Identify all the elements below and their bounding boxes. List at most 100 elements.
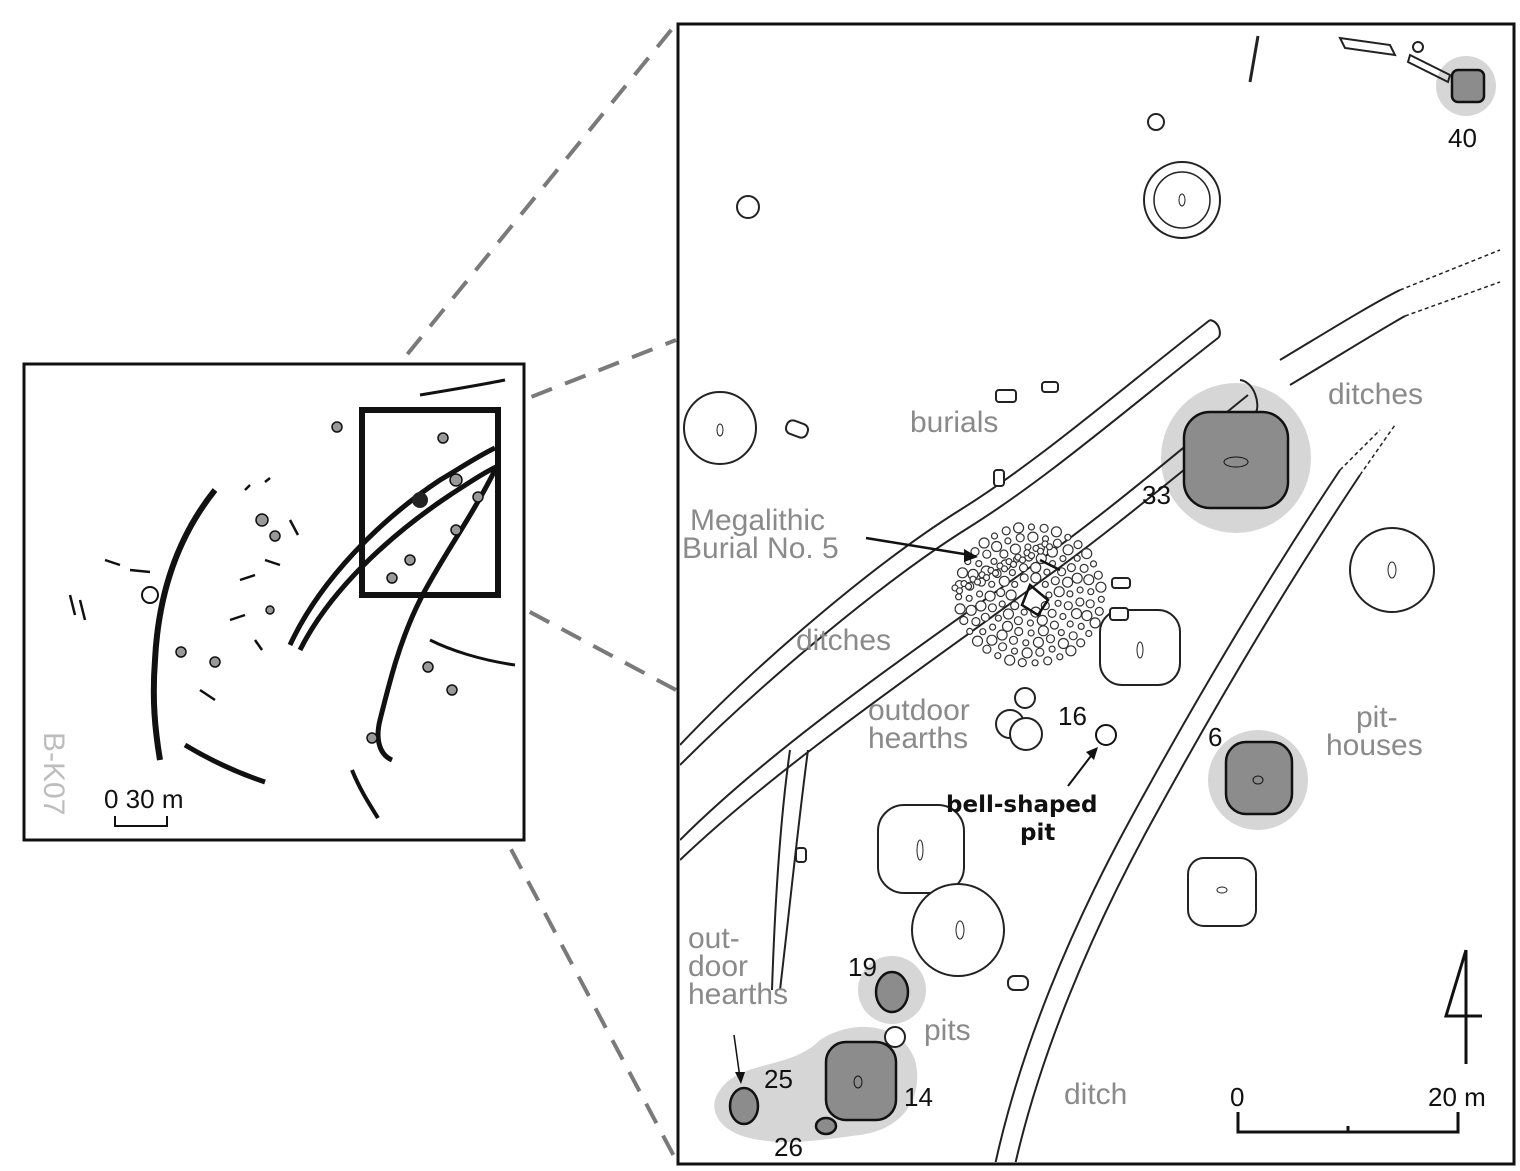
- label-megalithic-2: Burial No. 5: [682, 532, 839, 565]
- megalith-stone: [978, 537, 990, 549]
- overview-postholes: [68, 477, 300, 702]
- megalith-stone: [1076, 586, 1084, 594]
- megalith-stone: [996, 587, 1006, 598]
- megalith-stone: [1005, 589, 1017, 601]
- megalith-stone: [1001, 526, 1011, 536]
- megalith-stone: [1039, 523, 1049, 533]
- overview-ditch-2: [297, 463, 500, 652]
- feature-number-40: 40: [1448, 123, 1477, 153]
- pit-26: [814, 1116, 838, 1136]
- overview-ditch-se: [429, 638, 516, 667]
- megalith-stone: [999, 549, 1009, 559]
- overview-ditch-south: [350, 769, 380, 820]
- feature-number-6: 6: [1208, 722, 1222, 752]
- detail-scale-bar: [1236, 1112, 1460, 1134]
- megalith-stone: [959, 615, 969, 626]
- megalith-stone: [1066, 620, 1074, 628]
- megalith-stone: [990, 540, 1003, 553]
- megalith-stone: [1081, 547, 1093, 560]
- megalithic-central-chamber: [1020, 558, 1061, 617]
- megalith-stone: [998, 600, 1006, 608]
- megalith-stone: [1000, 565, 1009, 573]
- megalith-stone: [1048, 645, 1056, 653]
- megalith-stone: [954, 593, 963, 601]
- megalith-stone: [1043, 656, 1053, 666]
- megalith-stone: [1030, 561, 1042, 574]
- megalith-stone: [965, 604, 977, 616]
- megalith-stone: [1035, 647, 1045, 657]
- megalith-stone: [1018, 556, 1027, 564]
- overview-scale-bar: [114, 816, 168, 827]
- megalith-stone: [1001, 620, 1014, 633]
- megalith-stone: [1057, 628, 1065, 637]
- megalith-stone: [996, 629, 1008, 641]
- megalith-stone: [1075, 597, 1085, 607]
- megalith-stone: [1081, 609, 1093, 622]
- megalith-stone: [991, 569, 1000, 577]
- megalith-stone: [1049, 620, 1060, 630]
- megalith-stone: [1024, 543, 1032, 551]
- pit-house-6: [1224, 740, 1294, 816]
- megalith-stone: [975, 559, 983, 568]
- megalith-stone: [1094, 606, 1104, 617]
- north-arrow: [1443, 949, 1482, 1064]
- megalith-stone: [998, 575, 1010, 587]
- megalith-stone: [1014, 626, 1024, 637]
- megalith-stone: [1066, 590, 1074, 598]
- megalith-stone: [1027, 523, 1036, 531]
- megalith-stone: [971, 616, 981, 627]
- megalith-stone: [1002, 608, 1015, 620]
- label-bell-pit-2: pit: [1020, 820, 1055, 846]
- megalith-stone: [1097, 595, 1105, 603]
- megalith-stone: [1056, 653, 1064, 661]
- small-features: [736, 41, 1424, 991]
- megalith-stone: [1013, 616, 1024, 626]
- megalith-stone: [1018, 563, 1029, 573]
- overview-scale-label: 0 30 m: [104, 784, 184, 814]
- megalith-stone: [1020, 608, 1028, 616]
- megalith-stone: [1010, 600, 1020, 611]
- label-pit-houses-2: houses: [1326, 729, 1423, 762]
- megalith-stone: [1010, 647, 1019, 655]
- megalith-stone: [1050, 526, 1063, 538]
- hearth-25: [728, 1086, 760, 1126]
- megalith-stone: [1045, 591, 1053, 599]
- megalith-stone: [1095, 581, 1107, 593]
- megalith-stone: [1004, 654, 1016, 666]
- megalith-stone: [1026, 619, 1035, 627]
- megalith-stone: [990, 557, 998, 566]
- megalith-stone: [1066, 562, 1077, 573]
- label-pit-houses-1: pit-: [1356, 701, 1398, 734]
- megalith-stone: [964, 582, 973, 591]
- megalith-stone: [988, 623, 997, 631]
- site-code: B-K07: [37, 732, 70, 815]
- megalith-stone: [1019, 573, 1029, 583]
- megalith-stone: [1021, 647, 1033, 659]
- megalith-stone: [997, 642, 1008, 652]
- label-burials: burials: [910, 406, 998, 439]
- megalith-stone: [975, 590, 984, 598]
- megalith-stone: [1059, 554, 1067, 563]
- megalith-stone: [1015, 533, 1025, 543]
- overview-ditch-1: [287, 445, 497, 647]
- overview-map: B-K07 0 30 m: [22, 362, 526, 842]
- megalith-stone: [982, 549, 992, 559]
- megalith-stone: [994, 614, 1003, 622]
- megalith-stone: [1050, 576, 1060, 586]
- label-outdoor-bl-3: hearths: [688, 978, 788, 1011]
- megalith-stone: [1009, 560, 1018, 569]
- megalith-stone: [1053, 586, 1065, 598]
- overview-frame: [22, 362, 526, 842]
- megalith-stone: [1032, 636, 1045, 648]
- outdoor-hearths-mid: [995, 687, 1043, 751]
- megalith-stone: [1045, 543, 1054, 551]
- megalith-stone: [1073, 539, 1083, 550]
- megalith-stone: [1037, 625, 1050, 637]
- megalith-stone: [1009, 543, 1022, 555]
- megalith-stone: [1047, 608, 1057, 619]
- megalith-stone: [1004, 537, 1012, 545]
- pit-house-14: [824, 1040, 898, 1122]
- overview-ditch-west: [150, 488, 218, 761]
- megalith-stone: [984, 590, 996, 602]
- overview-zoom-box: [359, 407, 501, 598]
